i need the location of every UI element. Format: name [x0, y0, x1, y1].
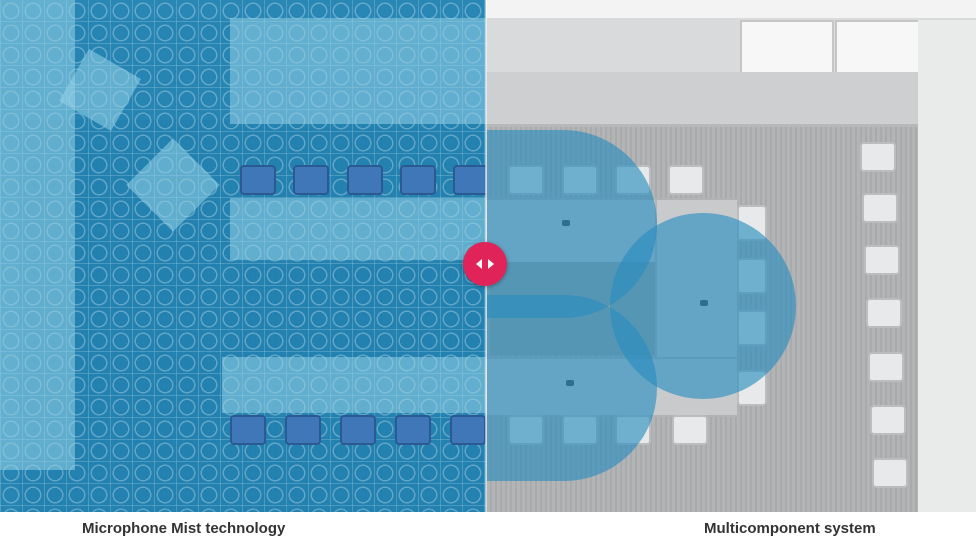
- chair: [400, 165, 436, 195]
- mist-table-zone: [230, 198, 486, 260]
- multicomponent-system-label: Multicomponent system: [704, 520, 876, 537]
- right-wall: [918, 20, 976, 512]
- comparison-slider[interactable]: [0, 0, 976, 512]
- mist-side-table: [126, 138, 220, 232]
- left-right-arrows-icon: [476, 259, 494, 269]
- comparison-slider-handle[interactable]: [463, 242, 507, 286]
- chair: [866, 298, 902, 328]
- chair: [293, 165, 329, 195]
- chair: [872, 458, 908, 488]
- chair: [862, 193, 898, 223]
- chair: [240, 165, 276, 195]
- chair: [870, 405, 906, 435]
- chair: [230, 415, 266, 445]
- chair: [868, 352, 904, 382]
- mist-counter-zone: [230, 18, 486, 124]
- window: [835, 20, 929, 78]
- chair: [864, 245, 900, 275]
- mist-wall-zone: [0, 0, 75, 470]
- mist-table-zone: [222, 357, 486, 413]
- chair: [340, 415, 376, 445]
- chair: [668, 165, 704, 195]
- chair: [860, 142, 896, 172]
- chair: [395, 415, 431, 445]
- chair: [450, 415, 486, 445]
- window: [740, 20, 834, 78]
- microphone-mist-overlay: [0, 0, 486, 512]
- chair: [672, 415, 708, 445]
- chair: [347, 165, 383, 195]
- chair: [453, 165, 486, 195]
- microphone-coverage-zone: [487, 295, 657, 481]
- mist-technology-label: Microphone Mist technology: [82, 520, 286, 537]
- chair: [285, 415, 321, 445]
